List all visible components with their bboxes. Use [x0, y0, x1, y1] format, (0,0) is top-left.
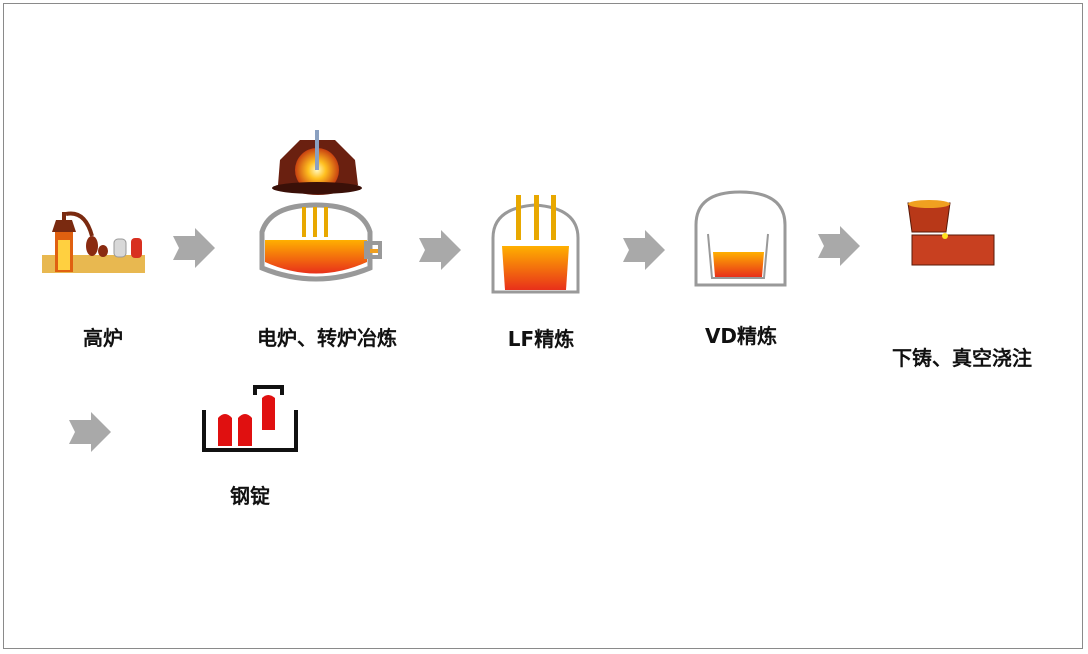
- blast-furnace-icon: [42, 211, 145, 273]
- arrow-icon: [173, 228, 215, 268]
- steel-ingot-icon: [202, 385, 298, 452]
- arrow-icon: [69, 412, 111, 452]
- step-label-vd-refining: VD精炼: [704, 324, 778, 348]
- casting-icon: [907, 200, 995, 266]
- frame-border: [3, 3, 1083, 649]
- step-label-furnace-smelting: 电炉、转炉冶炼: [257, 326, 397, 350]
- vacuum-degassing-icon: [694, 190, 787, 287]
- step-label-casting: 下铸、真空浇注: [892, 346, 1032, 370]
- arrow-icon: [623, 230, 665, 270]
- arrow-icon: [419, 230, 461, 270]
- step-label-steel-ingot: 钢锭: [230, 484, 270, 508]
- step-label-lf-refining: LF精炼: [507, 327, 575, 351]
- arrow-icon: [818, 226, 860, 266]
- ladle-furnace-icon: [491, 195, 580, 294]
- step-label-blast-furnace: 高炉: [83, 326, 123, 350]
- electric-converter-furnace-icon: [259, 130, 382, 282]
